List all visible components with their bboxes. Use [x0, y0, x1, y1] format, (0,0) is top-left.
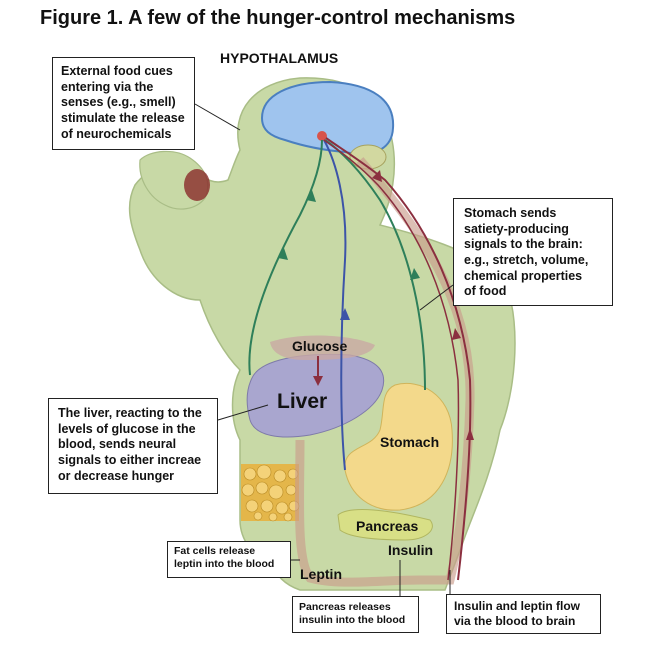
blood-vessel — [294, 157, 475, 587]
stomach-signal-callout: Stomach sends satiety-producing signals … — [453, 198, 613, 306]
callout-line: chemical properties — [464, 268, 583, 283]
stomach-label: Stomach — [380, 434, 440, 450]
blood-signal-path — [325, 137, 472, 581]
callout-line: Fat cells release — [174, 545, 256, 557]
pancreas-organ — [337, 509, 433, 541]
callout-line: e.g., stretch, volume, — [464, 252, 589, 267]
callout-line: satiety-producing — [464, 221, 569, 236]
blood-flow-callout: Insulin and leptin flow via the blood to… — [446, 594, 601, 634]
pancreas-label: Pancreas — [356, 518, 419, 534]
callout-line: entering via the — [61, 79, 154, 94]
callout-line: levels of glucose in the — [58, 421, 196, 436]
callout-line: signals to either increae — [58, 452, 202, 467]
stomach-connector — [419, 284, 454, 311]
liver-connector — [217, 404, 269, 421]
pancreas-neural-path — [323, 139, 347, 471]
callout-line: Insulin and leptin flow — [454, 599, 580, 613]
callout-line: or decrease hunger — [58, 468, 175, 483]
hypothalamus-spot — [317, 131, 327, 141]
callout-line: senses (e.g., smell) — [61, 95, 176, 110]
hypothalamus-label: HYPOTHALAMUS — [220, 50, 339, 66]
callout-line: signals to the brain: — [464, 237, 583, 252]
callout-line: leptin into the blood — [174, 558, 275, 571]
liver-callout: The liver, reacting to the levels of glu… — [48, 398, 218, 494]
callout-line: of neurochemicals — [61, 126, 172, 141]
callout-line: stimulate the release — [61, 110, 185, 125]
callout-line: Pancreas releases — [299, 601, 391, 613]
insulin-label: Insulin — [388, 542, 434, 558]
callout-line: External food cues — [61, 64, 173, 78]
stomach-neural-path — [324, 139, 426, 391]
callout-line: via the blood to brain — [454, 614, 576, 628]
callout-line: Stomach sends — [464, 206, 557, 220]
glucose-label: Glucose — [292, 338, 348, 354]
liver-label: Liver — [277, 390, 328, 413]
external-connector — [194, 103, 241, 131]
brain — [260, 80, 395, 155]
glucose-band — [270, 335, 375, 360]
callout-line: blood, sends neural — [58, 437, 177, 452]
fat-cells-callout: Fat cells release leptin into the blood — [167, 541, 291, 578]
figure-title: Figure 1. A few of the hunger-control me… — [40, 7, 516, 29]
liver-neural-path — [248, 139, 323, 376]
leptin-label: Leptin — [300, 566, 342, 582]
pancreas-callout: Pancreas releases insulin into the blood — [292, 596, 419, 633]
callout-line: The liver, reacting to the — [58, 406, 202, 420]
callout-line: insulin into the blood — [299, 614, 406, 627]
external-cues-callout: External food cues entering via the sens… — [52, 57, 195, 150]
callout-line: of food — [464, 284, 507, 299]
apple — [184, 169, 210, 201]
blood-signal-path-2 — [323, 139, 460, 581]
stomach-organ — [344, 383, 453, 511]
